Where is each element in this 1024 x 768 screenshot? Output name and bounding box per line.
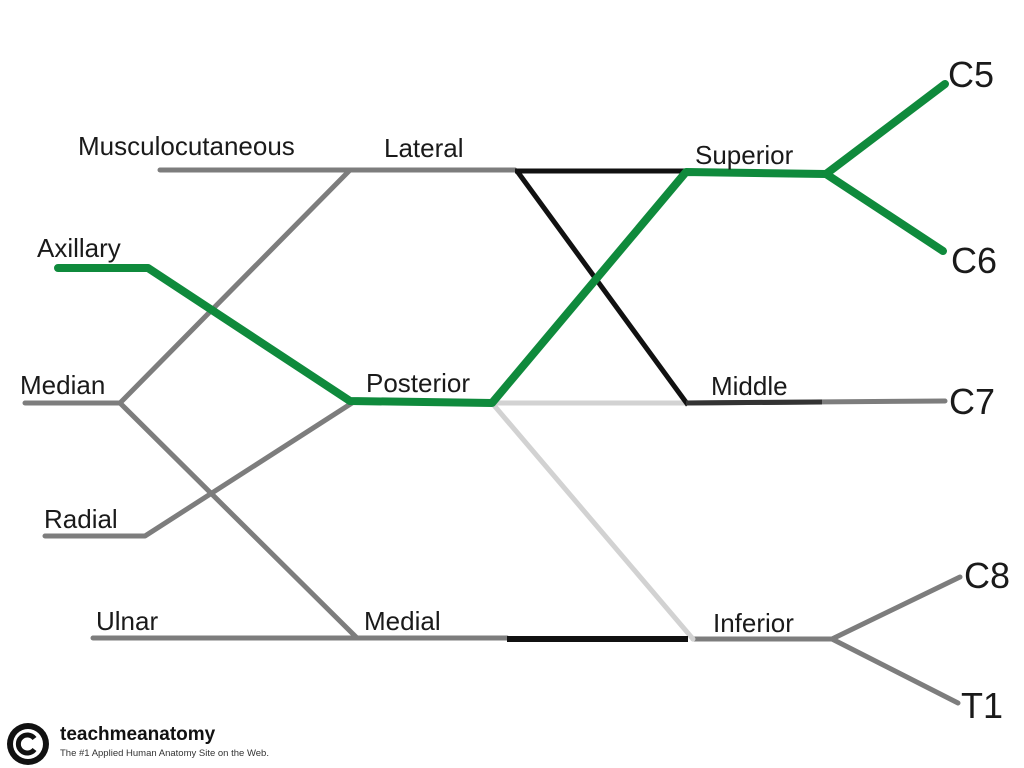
- branch-ulnar-label: Ulnar: [96, 606, 158, 636]
- axillary-pathway-line: [54, 168, 830, 407]
- root-c8-label: C8: [964, 555, 1010, 596]
- c8-root-line: [829, 574, 963, 642]
- watermark-text: teachmeanatomy The #1 Applied Human Anat…: [60, 724, 269, 762]
- branch-musculocutaneous-label: Musculocutaneous: [78, 131, 295, 161]
- trunk-superior-label: Superior: [695, 140, 794, 170]
- middle-trunk-dark-line: [685, 399, 823, 406]
- radial-line: [42, 400, 355, 539]
- root-c7-label: C7: [949, 381, 995, 422]
- trunk-inferior-label: Inferior: [713, 608, 794, 638]
- site-watermark: teachmeanatomy The #1 Applied Human Anat…: [6, 722, 269, 766]
- c6-root-line: [822, 170, 947, 255]
- t1-root-line: [829, 636, 961, 706]
- posterior-to-inferior-light-line: [489, 400, 696, 642]
- cord-lateral-label: Lateral: [384, 133, 464, 163]
- root-t1-label: T1: [961, 685, 1003, 726]
- branch-axillary-label: Axillary: [37, 233, 121, 263]
- c5-root-line: [822, 80, 949, 178]
- trunk-middle-label: Middle: [711, 371, 788, 401]
- lateral-to-middle-black-line: [514, 169, 691, 407]
- root-c6-label: C6: [951, 240, 997, 281]
- cord-posterior-label: Posterior: [366, 368, 470, 398]
- site-name: teachmeanatomy: [60, 724, 216, 745]
- branch-median-label: Median: [20, 370, 105, 400]
- copyright-icon: [7, 723, 49, 765]
- lateral-to-median-line: [117, 167, 353, 406]
- branch-radial-label: Radial: [44, 504, 118, 534]
- site-tagline: The #1 Applied Human Anatomy Site on the…: [60, 748, 269, 759]
- cord-medial-label: Medial: [364, 606, 441, 636]
- median-to-medial-line: [117, 400, 360, 641]
- root-c5-label: C5: [948, 54, 994, 95]
